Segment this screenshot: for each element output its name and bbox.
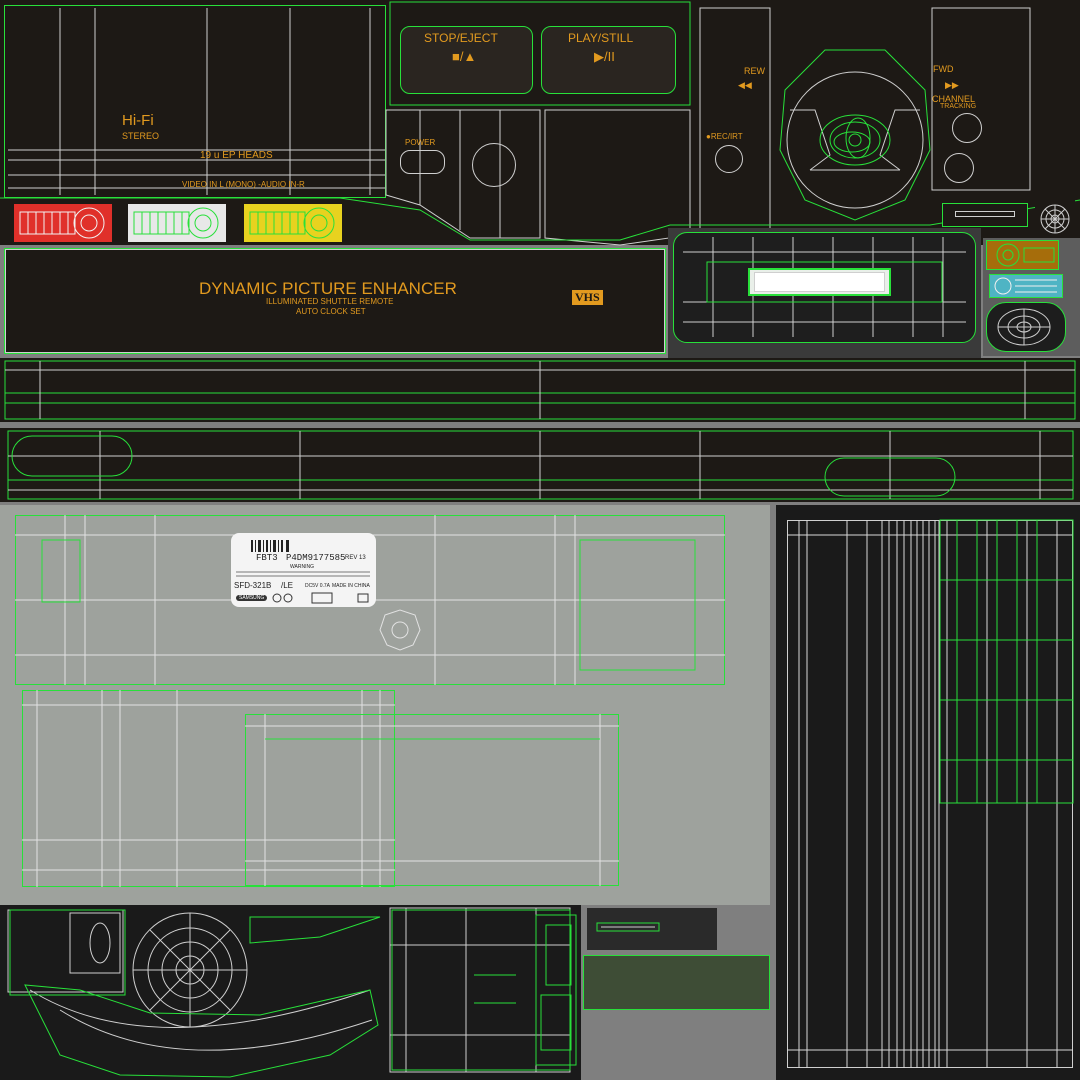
cyan-swatch-wire: [994, 277, 1057, 295]
channel-up-circle[interactable]: [952, 113, 982, 143]
bottom-mid-piece: [386, 905, 581, 1080]
right-vertical-panel: [776, 505, 1080, 1080]
play-still-symbol: ▶/II: [594, 49, 615, 64]
bottom-left-wire: [7, 909, 381, 1078]
power-button[interactable]: [400, 150, 445, 174]
rew-label: REW: [744, 66, 765, 76]
amber-swatch: [986, 240, 1059, 270]
serial-model: SFD-321B: [234, 581, 272, 590]
knob-swatch-wire: [997, 308, 1051, 346]
certification-marks: [272, 592, 369, 604]
right-vertical-wire: [787, 519, 1074, 1068]
small-slot-inner: [955, 211, 1015, 217]
amber-swatch-wire: [996, 243, 1055, 267]
indicator-yellow-wire: [249, 207, 335, 239]
cassette-door-wire: [683, 237, 966, 337]
bottom-green-panel: [583, 955, 770, 1010]
channel-label: CHANNEL: [932, 94, 976, 104]
front-panel-left-wireframe: [0, 1, 1080, 246]
long-bar-2-wire: [7, 430, 1074, 500]
headline-text: DYNAMIC PICTURE ENHANCER: [199, 279, 457, 298]
serial-suffix: /LE: [281, 581, 294, 590]
serial-rev: REV 13: [345, 555, 366, 561]
bottom-shell-wire: [15, 515, 725, 685]
hifi-text: Hi-Fi: [122, 112, 154, 129]
channel-down-circle[interactable]: [944, 153, 974, 183]
play-still-label: PLAY/STILL: [568, 31, 634, 45]
bottom-frame-right: [245, 714, 619, 886]
vhs-logo: VHS: [572, 290, 603, 305]
indicator-yellow: [244, 204, 342, 242]
bottom-mid-wire: [389, 907, 577, 1073]
front-strip: [4, 248, 666, 354]
small-slot-piece: [942, 203, 1028, 227]
stop-eject-symbol: ■/▲: [452, 49, 477, 64]
indicator-red: [14, 204, 112, 242]
stop-eject-label: STOP/EJECT: [424, 31, 498, 45]
tracking-label: TRACKING: [940, 103, 977, 110]
indicator-white: [128, 204, 226, 242]
bottom-frame-left: [22, 690, 395, 887]
heads-text: 19 u EP HEADS: [200, 150, 273, 161]
shuttle-dial-wireframe[interactable]: [770, 40, 940, 230]
cassette-window-inner: [754, 272, 885, 292]
rec-label: ●REC/IRT: [706, 132, 743, 141]
serial-power: DC5V 0.7A: [305, 583, 331, 589]
bottom-frame-left-wire: [22, 690, 395, 887]
small-dial-wire: [1040, 204, 1070, 234]
barcode: [251, 540, 289, 552]
label-fineprint: [236, 571, 370, 577]
power-jack-circle: [472, 143, 516, 187]
serial-model-code: FBT3: [256, 553, 278, 563]
ffwd-symbol[interactable]: ▶▶: [945, 80, 959, 90]
bottom-small-dark-wire: [596, 922, 660, 932]
rec-button-circle[interactable]: [715, 145, 743, 173]
serial-origin: MADE IN CHINA: [332, 583, 370, 589]
ffwd-label: FWD: [933, 64, 954, 74]
stereo-text: STEREO: [122, 131, 160, 141]
bottom-frame-right-wire: [245, 714, 619, 886]
clock-text: AUTO CLOCK SET: [296, 307, 366, 316]
inputs-text: VIDEO IN L (MONO) -AUDIO IN-R: [182, 180, 305, 189]
serial-warning: WARNING: [290, 564, 314, 570]
play-still-button[interactable]: [541, 26, 676, 94]
power-text: POWER: [405, 138, 436, 147]
indicator-red-wire: [19, 207, 105, 239]
bottom-small-dark: [587, 908, 717, 950]
stop-eject-button[interactable]: [400, 26, 533, 94]
serial-number: P4DM9177585: [286, 553, 346, 563]
shuttle-text: ILLUMINATED SHUTTLE REMOTE: [266, 297, 394, 306]
samsung-logo: SAMSUNG: [236, 595, 268, 601]
indicator-white-wire: [133, 207, 219, 239]
long-bar-1-wire: [4, 360, 1076, 420]
rew-symbol[interactable]: ◀◀: [738, 80, 752, 90]
